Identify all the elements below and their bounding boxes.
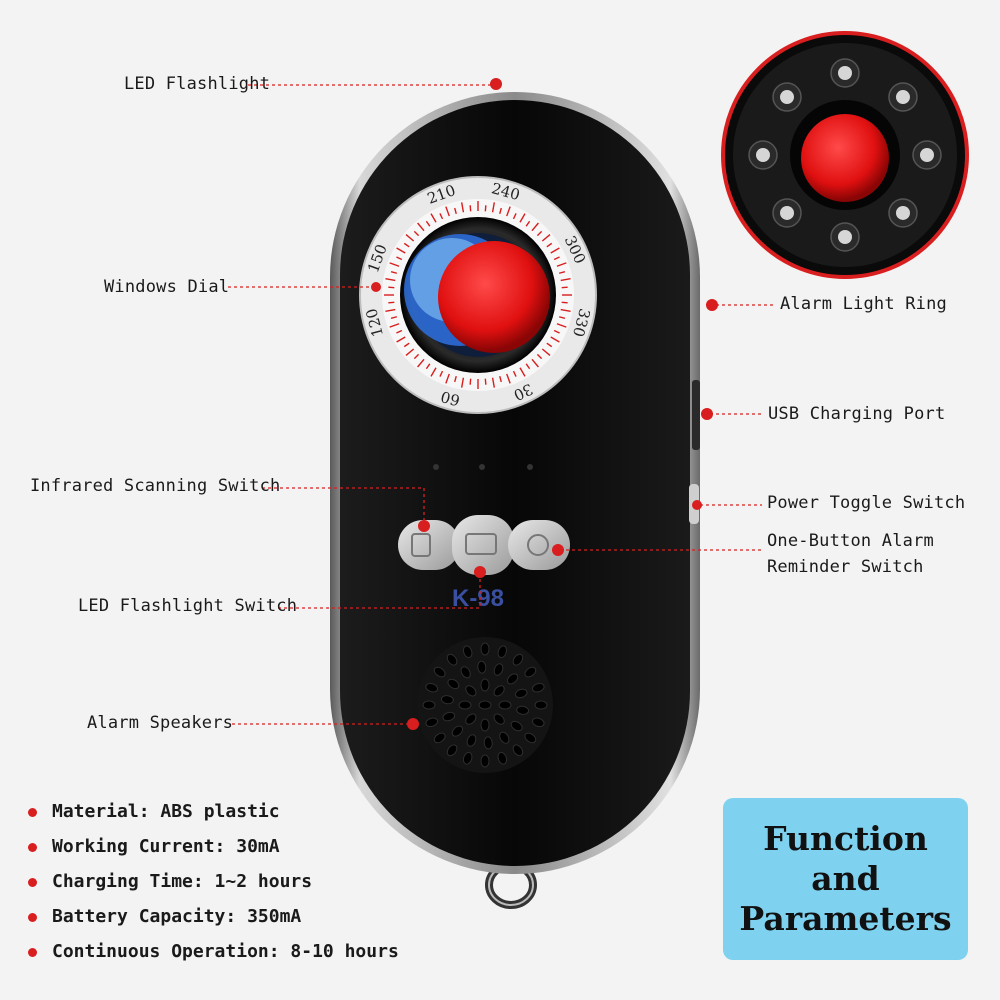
function-parameters-box: Function and Parameters — [723, 798, 968, 960]
dial-number: 60 — [439, 387, 462, 409]
callout-leaders — [228, 84, 776, 725]
usb-port-slot — [692, 380, 700, 450]
callout-infrared-scanning-switch: Infrared Scanning Switch — [30, 476, 281, 496]
bullet-dot-icon — [28, 913, 37, 922]
windows-dial — [359, 176, 597, 414]
alarm-speaker-grille — [417, 637, 553, 773]
alarm-reminder-button[interactable] — [508, 520, 570, 570]
bullet-dot-icon — [28, 878, 37, 887]
infrared-lens — [438, 241, 550, 353]
indicator-holes — [433, 464, 533, 470]
function-box-line: Parameters — [739, 899, 952, 938]
bullet-dot-icon — [28, 808, 37, 817]
spec-item: Charging Time: 1~2 hours — [26, 868, 426, 903]
spec-item: Continuous Operation: 8-10 hours — [26, 938, 426, 973]
callout-one-button-alarm: One-Button Alarm Reminder Switch — [767, 531, 934, 577]
infrared-scanning-button[interactable] — [398, 520, 460, 570]
led-flashlight-button[interactable] — [452, 515, 514, 575]
callout-power-toggle-switch: Power Toggle Switch — [767, 493, 966, 513]
function-box-line: and — [811, 859, 880, 898]
bullet-dot-icon — [28, 948, 37, 957]
callout-windows-dial: Windows Dial — [104, 277, 230, 297]
led-ring-closeup — [721, 31, 969, 279]
spec-item: Battery Capacity: 350mA — [26, 903, 426, 938]
dial-tick-marks — [384, 201, 572, 389]
callout-led-flashlight: LED Flashlight — [124, 74, 271, 94]
callout-usb-charging-port: USB Charging Port — [768, 404, 946, 424]
callout-led-flashlight-switch: LED Flashlight Switch — [78, 596, 298, 616]
spec-item: Material: ABS plastic — [26, 798, 426, 833]
callout-dots — [371, 78, 718, 730]
specs-list: Material: ABS plastic Working Current: 3… — [26, 798, 426, 973]
bullet-dot-icon — [28, 843, 37, 852]
callout-alarm-light-ring: Alarm Light Ring — [780, 294, 947, 314]
function-box-line: Function — [763, 819, 928, 858]
spec-item: Working Current: 30mA — [26, 833, 426, 868]
callout-alarm-speakers: Alarm Speakers — [87, 713, 234, 733]
